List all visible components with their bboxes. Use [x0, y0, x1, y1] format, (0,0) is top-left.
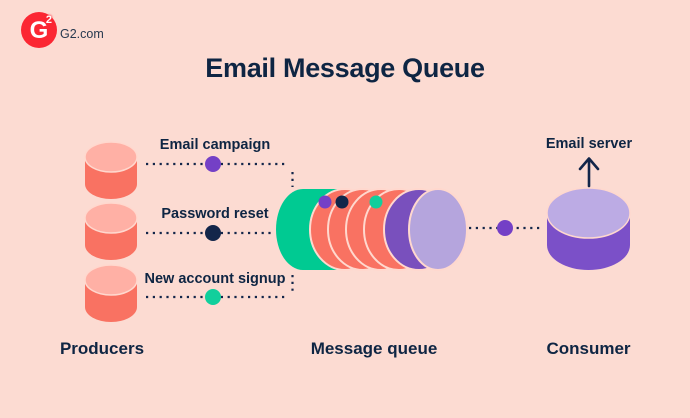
message-dot-email-campaign	[205, 156, 221, 172]
queued-dot-navy	[335, 195, 349, 209]
queue-end-cap	[408, 188, 468, 271]
g2-logo-letter: G	[29, 17, 49, 44]
label-email-campaign: Email campaign	[159, 137, 271, 153]
consumer-cylinder-top	[546, 187, 631, 239]
producer-cylinder-2	[84, 202, 138, 260]
brand-site-label: G2.com	[60, 27, 104, 41]
section-label-consumer: Consumer	[546, 339, 631, 358]
message-queue-cylinder	[276, 188, 468, 271]
page-title: Email Message Queue	[205, 53, 485, 83]
producer-cylinder-3-top	[84, 264, 138, 296]
queued-dot-teal	[369, 195, 383, 209]
section-label-message-queue: Message queue	[310, 339, 438, 358]
arrow-up-icon	[578, 157, 600, 188]
g2-logo-digit: 2	[45, 14, 52, 26]
message-dot-to-consumer	[497, 220, 513, 236]
consumer-cylinder	[546, 187, 631, 270]
section-label-producers: Producers	[59, 339, 145, 358]
producer-cylinder-2-top	[84, 202, 138, 234]
producer-cylinder-3	[84, 264, 138, 322]
g2-logo-icon: G 2	[21, 12, 57, 48]
message-dot-account-signup	[205, 289, 221, 305]
label-new-account-signup: New account signup	[144, 271, 286, 287]
message-dot-password-reset	[205, 225, 221, 241]
queued-dot-purple	[318, 195, 332, 209]
label-email-server: Email server	[545, 136, 633, 152]
producer-cylinder-1-top	[84, 141, 138, 173]
producer-cylinder-1	[84, 141, 138, 199]
label-password-reset: Password reset	[161, 206, 269, 222]
